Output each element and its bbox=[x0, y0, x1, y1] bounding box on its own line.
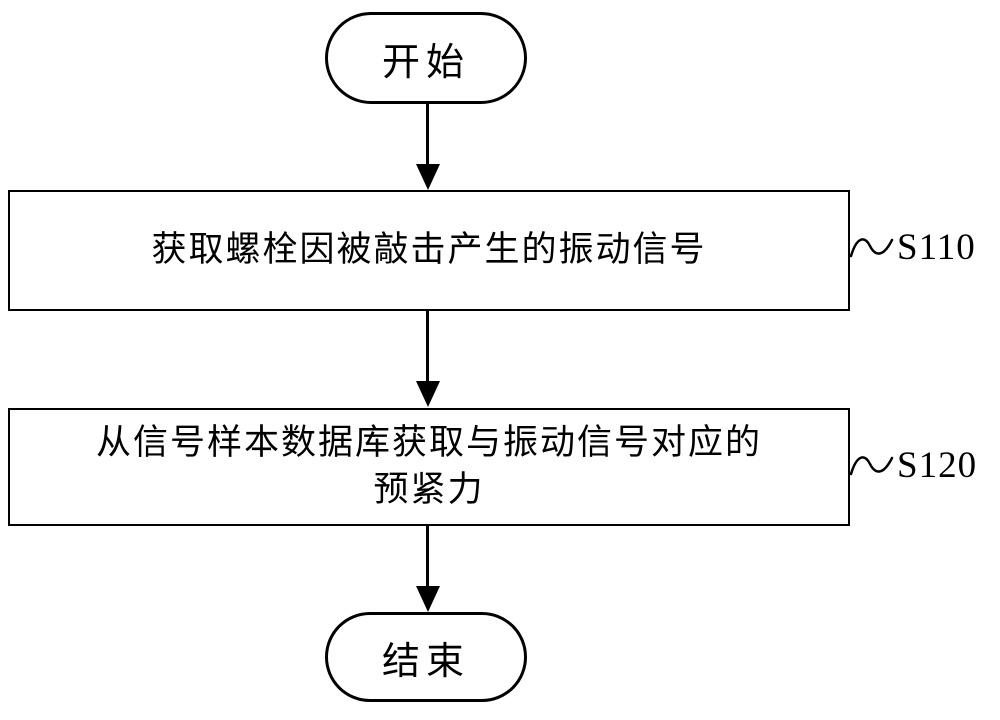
step-tag-s110: S110 bbox=[897, 227, 976, 268]
arrow-head-icon bbox=[416, 164, 440, 190]
end-node: 结束 bbox=[325, 612, 527, 702]
step-tag-s120: S120 bbox=[897, 445, 978, 486]
squiggle-connector-icon bbox=[849, 238, 894, 258]
start-node-label: 开始 bbox=[381, 39, 470, 84]
start-node: 开始 bbox=[325, 12, 527, 104]
process-step-2: 从信号样本数据库获取与振动信号对应的 预紧力 bbox=[8, 408, 850, 526]
arrow-head-icon bbox=[416, 381, 440, 407]
process-step-1: 获取螺栓因被敲击产生的振动信号 bbox=[8, 190, 850, 311]
end-node-label: 结束 bbox=[381, 638, 470, 683]
arrow-shaft bbox=[426, 104, 429, 166]
process-step-2-text: 从信号样本数据库获取与振动信号对应的 预紧力 bbox=[95, 422, 762, 510]
squiggle-connector-icon bbox=[849, 456, 894, 476]
process-step-1-text: 获取螺栓因被敲击产生的振动信号 bbox=[151, 229, 707, 270]
arrow-head-icon bbox=[416, 586, 440, 612]
arrow-shaft bbox=[426, 526, 429, 588]
arrow-shaft bbox=[426, 311, 429, 383]
